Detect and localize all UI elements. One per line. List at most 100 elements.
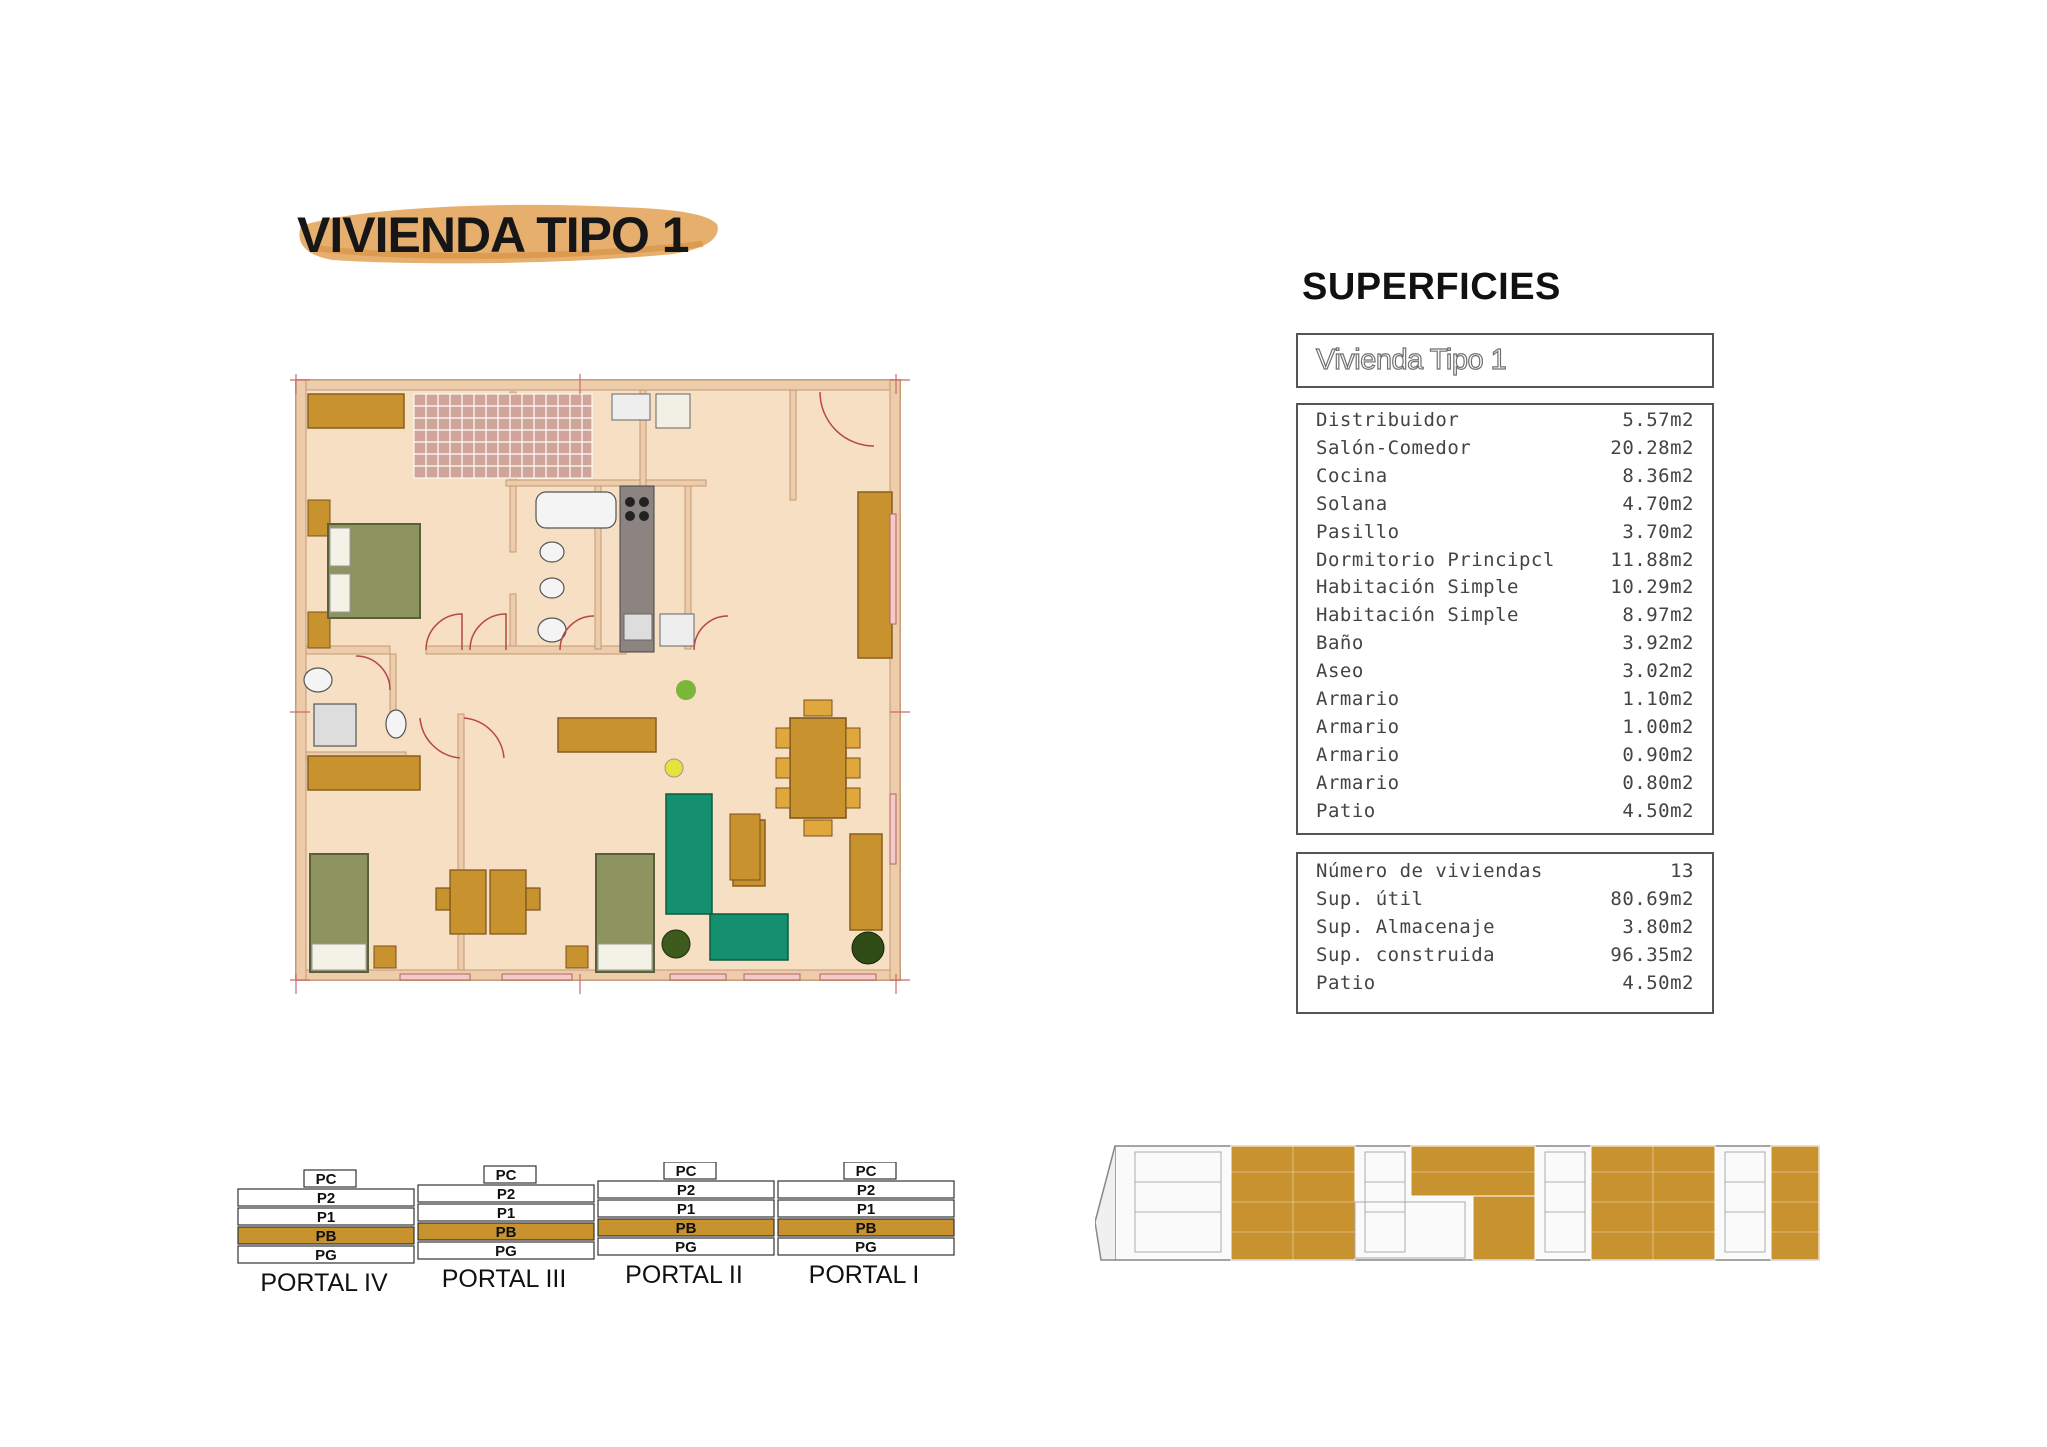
- area-row-value: 8.36m2: [1622, 464, 1694, 487]
- floor-level-label: PG: [855, 1239, 877, 1256]
- floor-level-box: [237, 1207, 415, 1226]
- area-row-value: 80.69m2: [1610, 888, 1694, 910]
- floor-level-label: P2: [857, 1182, 875, 1199]
- floor-level-label: PB: [676, 1220, 697, 1237]
- area-row-name: Dormitorio Principcl: [1316, 548, 1555, 571]
- plants: [661, 680, 885, 965]
- floor-level-label: PC: [676, 1163, 697, 1180]
- area-row-value: 3.92m2: [1622, 632, 1694, 655]
- site-plan-strip: [1095, 1145, 1820, 1261]
- floor-level-box: [777, 1199, 955, 1218]
- floor-level-label: PG: [675, 1239, 697, 1256]
- floor-level-label: P2: [497, 1186, 515, 1203]
- area-row: Patio 4.50m2: [1316, 800, 1694, 828]
- superficies-heading: SUPERFICIES: [1302, 266, 1561, 308]
- area-row-name: Armario: [1316, 771, 1400, 794]
- area-row: Dormitorio Principcl 11.88m2: [1316, 549, 1694, 577]
- area-row-value: 4.70m2: [1622, 492, 1694, 515]
- area-row-name: Sup. útil: [1316, 888, 1424, 910]
- brush-stroke-highlight: [299, 204, 718, 264]
- portal-name: PORTAL III: [442, 1265, 567, 1293]
- floor-plan: [290, 374, 910, 994]
- area-row-name: Número de viviendas: [1316, 860, 1543, 882]
- floor-level-box: [777, 1180, 955, 1199]
- floor-level-label: PG: [315, 1247, 337, 1264]
- area-row-value: 0.80m2: [1622, 771, 1694, 794]
- floor-level-box: [417, 1203, 595, 1222]
- area-row-value: 96.35m2: [1610, 944, 1694, 966]
- area-row-value: 4.50m2: [1622, 799, 1694, 822]
- portal-name: PORTAL II: [625, 1261, 743, 1289]
- area-row: Habitación Simple 8.97m2: [1316, 604, 1694, 632]
- floor-level-box: [237, 1188, 415, 1207]
- portal-name: PORTAL I: [809, 1261, 920, 1289]
- area-row-value: 11.88m2: [1610, 548, 1694, 571]
- area-row-value: 4.50m2: [1622, 972, 1694, 994]
- dining-set: [775, 699, 861, 837]
- area-row-value: 13: [1670, 860, 1694, 882]
- type-label: Vivienda Tipo 1: [1315, 343, 1507, 376]
- floor-level-label: PB: [856, 1220, 877, 1237]
- floor-level-box: [417, 1222, 595, 1241]
- floor-level-box: [417, 1241, 595, 1260]
- floor-level-box: [597, 1237, 775, 1256]
- floor-level-label: P1: [317, 1209, 335, 1226]
- floor-level-label: P1: [857, 1201, 875, 1218]
- area-row: Número de viviendas 13: [1316, 860, 1694, 888]
- area-row-value: 3.70m2: [1622, 520, 1694, 543]
- floor-level-box: [303, 1169, 357, 1188]
- area-row-name: Salón-Comedor: [1316, 436, 1472, 459]
- floor-level-box: [777, 1218, 955, 1237]
- windows: [399, 513, 897, 981]
- area-row-name: Habitación Simple: [1316, 604, 1519, 627]
- area-row-name: Armario: [1316, 688, 1400, 710]
- floor-level-label: PC: [856, 1163, 877, 1180]
- patio-tiles: [413, 393, 593, 479]
- desks: [435, 869, 541, 935]
- kitchen: [611, 393, 695, 653]
- area-row: Patio 4.50m2: [1316, 972, 1694, 1000]
- area-row-value: 8.97m2: [1622, 604, 1694, 627]
- floor-level-label: PB: [496, 1224, 517, 1241]
- area-row-name: Patio: [1316, 799, 1376, 822]
- portal-name: PORTAL IV: [260, 1269, 388, 1296]
- grid-axes: [290, 374, 910, 994]
- floor-level-label: PC: [496, 1167, 517, 1184]
- floor-level-label: P2: [677, 1182, 695, 1199]
- area-row-value: 5.57m2: [1622, 409, 1694, 431]
- area-row-name: Patio: [1316, 972, 1376, 994]
- area-row-value: 0.90m2: [1622, 743, 1694, 766]
- area-row-name: Sup. construida: [1316, 944, 1496, 966]
- area-row-name: Solana: [1316, 492, 1388, 515]
- area-row-name: Cocina: [1316, 464, 1388, 487]
- area-row-value: 3.80m2: [1622, 916, 1694, 938]
- floor-level-box: [237, 1226, 415, 1245]
- doors: [355, 391, 875, 759]
- stair-cores: [1134, 1151, 1766, 1259]
- floor-level-box: [597, 1218, 775, 1237]
- area-row: Armario 0.80m2: [1316, 772, 1694, 800]
- area-row-name: Sup. Almacenaje: [1316, 916, 1496, 938]
- floor-level-box: [777, 1237, 955, 1256]
- coffee-table: [729, 813, 761, 881]
- floor-level-label: PB: [316, 1228, 337, 1245]
- area-row: Solana 4.70m2: [1316, 493, 1694, 521]
- area-row-value: 3.02m2: [1622, 660, 1694, 683]
- floor-level-box: [597, 1199, 775, 1218]
- floor-level-box: [663, 1162, 717, 1180]
- area-row-name: Habitación Simple: [1316, 576, 1519, 599]
- title-block: VIVIENDA TIPO 1: [293, 196, 723, 270]
- page-title: VIVIENDA TIPO 1: [297, 207, 690, 263]
